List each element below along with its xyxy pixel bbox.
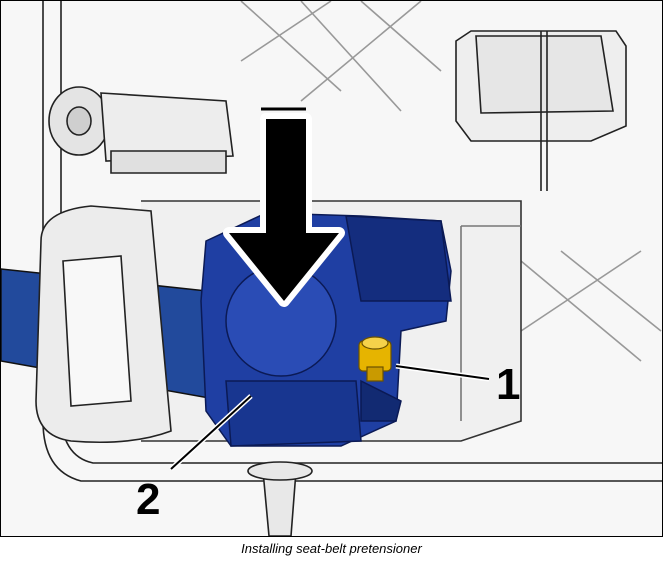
- lower-cable: [247, 461, 313, 536]
- bolt-icon: [358, 336, 392, 382]
- pretensioner: [200, 212, 452, 447]
- figure-caption: Installing seat-belt pretensioner: [241, 541, 422, 556]
- callout-2: 2: [136, 394, 253, 524]
- upper-bracket: [48, 86, 234, 174]
- illustration: 1 2: [0, 0, 663, 537]
- direction-arrow-icon: [223, 107, 345, 307]
- callout-number-2: 2: [136, 475, 160, 524]
- belt-loop: [35, 205, 172, 444]
- callout-number-1: 1: [496, 360, 520, 409]
- callout-1: 1: [395, 360, 520, 409]
